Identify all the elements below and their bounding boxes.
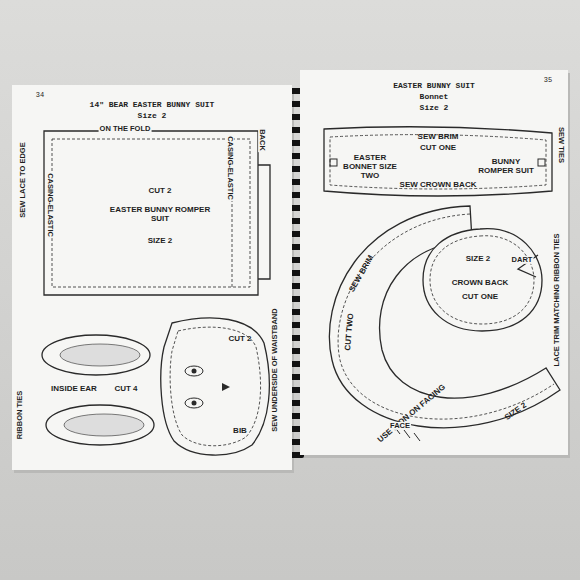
grain-mark (330, 159, 337, 166)
page-number: 35 (543, 77, 553, 85)
bonnet-brim-outline (320, 200, 565, 450)
pattern-text: CUT 4 (114, 385, 137, 394)
inner-ear (64, 414, 144, 436)
casing-note: CASING-ELASTIC (226, 135, 234, 201)
ear-outline (42, 335, 150, 375)
pattern-text: CROWN BACK (452, 279, 508, 288)
ear-piece: INSIDE EAR CUT 4 (34, 321, 152, 455)
pattern-page: 14" BEAR EASTER BUNNY SUIT Size 2 CUT 2 EAS… (12, 85, 292, 470)
bib-piece: BIB CUT 2 (152, 313, 274, 458)
pattern-text: BIB (233, 427, 247, 436)
bonnet-brim: CUT TWOSEW BRIMUSE IRON ON FACINGSIZE 2 (320, 200, 565, 450)
pattern-text: INSIDE EAR (51, 385, 97, 394)
pattern-text: CUT ONE (420, 144, 456, 153)
crown-back: SIZE 2 CROWN BACK CUT ONE (420, 225, 545, 335)
page-heading: 14" BEAR EASTER BUNNY SUIT (90, 101, 215, 110)
pupil-mark (192, 401, 197, 406)
inner-ear (60, 344, 140, 366)
pattern-text: EASTER BONNET SIZE TWO (339, 154, 401, 180)
cut-line (161, 318, 270, 455)
cut-line (423, 229, 542, 331)
page-sheet (300, 70, 568, 455)
pattern-text: CUT ONE (462, 293, 498, 302)
page-number: 34 (35, 92, 45, 100)
trim-note: LACE TRIM MATCHING RIBBON TIES (553, 232, 561, 367)
dart-label: DART (511, 256, 534, 264)
pattern-text: SIZE 2 (148, 237, 172, 246)
seam-line (330, 135, 546, 189)
bib-piece-outline (152, 313, 274, 458)
tie-note: RIBBON TIES (16, 390, 24, 440)
sewing-note: SEW LACE TO EDGE (19, 141, 27, 218)
page-sheet (12, 85, 292, 470)
seam-line (170, 327, 260, 446)
grain-mark (538, 159, 545, 166)
cut-line (44, 131, 258, 295)
sewing-note: SEW UNDERSIDE OF WAISTBAND (271, 307, 279, 432)
pattern-text: CUT 2 (228, 335, 251, 344)
pattern-text: SIZE 2 (466, 255, 490, 264)
seam-line (52, 139, 250, 287)
eye-mark (185, 366, 203, 376)
pattern-text: SEW BRIM (418, 133, 459, 142)
page-heading: Bonnet (420, 93, 449, 102)
casing-note: CASING-ELASTIC (46, 172, 54, 238)
tie-note: SEW TIES (557, 126, 565, 164)
pattern-text: CUT 2 (148, 187, 171, 196)
bonnet-band: SEW BRIM CUT ONE EASTER BONNET SIZE TWO BUN… (322, 125, 554, 197)
fold-note: ON THE FOLD (99, 125, 152, 133)
pupil-mark (192, 369, 197, 374)
page-heading: EASTER BUNNY SUIT (393, 82, 475, 91)
seam-line (430, 236, 534, 324)
back-note: BACK (258, 128, 266, 152)
pattern-text: EASTER BUNNY ROMPER SUIT (105, 206, 215, 224)
page-heading: Size 2 (420, 104, 449, 113)
cut-line (329, 206, 560, 428)
nose-mark (222, 383, 230, 391)
page-heading: Size 2 (138, 112, 167, 121)
cut-line (258, 165, 270, 279)
eye-mark (185, 398, 203, 408)
cut-line (324, 127, 552, 196)
ear-outline (46, 405, 154, 445)
face-label: FACE (389, 422, 411, 430)
pattern-text: SEW CROWN BACK (400, 181, 477, 190)
pattern-text: BUNNY ROMPER SUIT (475, 158, 537, 176)
